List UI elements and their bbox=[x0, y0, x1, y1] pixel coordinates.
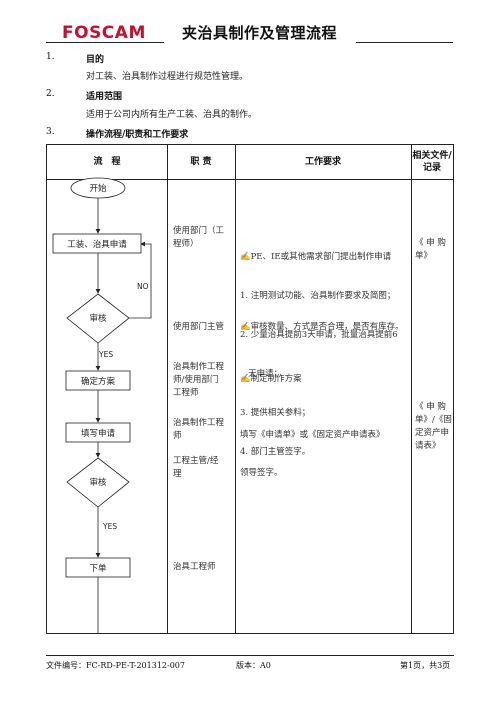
request-label: 工装、治具申请 bbox=[67, 239, 127, 250]
request-node bbox=[52, 233, 142, 254]
duty-line: 理 bbox=[173, 469, 182, 479]
header-flow: 流 程 bbox=[93, 157, 121, 167]
start-node bbox=[70, 177, 126, 199]
footer-doc-number: 文件编号：FC-RD-PE-T-201312-007 bbox=[46, 661, 185, 670]
review-decision-node bbox=[66, 293, 130, 344]
flowchart: 开始 工装、治具申请 审核 NO YES 确定方案 填写申请 审核 YES 下单 bbox=[52, 177, 152, 633]
requirement-line: 2. 少量治具提前3天申请，批量治具提前6 bbox=[240, 330, 398, 340]
duty-review: 使用部门主管 bbox=[173, 321, 233, 334]
req-plan: ✍制定制作方案 bbox=[240, 373, 410, 386]
section-heading: 目的 bbox=[86, 55, 105, 65]
document-title: 夹治具制作及管理流程 bbox=[182, 24, 338, 42]
duty-line: 使用部门主管 bbox=[173, 322, 225, 332]
duty-line: 程师） bbox=[173, 239, 199, 249]
header-duty: 职 责 bbox=[190, 157, 212, 167]
duty-approval: 工程主管/经 理 bbox=[173, 455, 233, 481]
record-line: 单》 bbox=[415, 251, 433, 261]
yes-label: YES bbox=[102, 522, 117, 531]
approval-label: 审核 bbox=[89, 477, 107, 488]
req-review: ✍审核数量、方式是否合理，是否有库存。 bbox=[240, 321, 410, 334]
requirement-line: ✍审核数量、方式是否合理，是否有库存。 bbox=[240, 322, 404, 332]
no-label: NO bbox=[137, 282, 149, 291]
header-divider bbox=[47, 179, 453, 180]
duty-line: 使用部门（工 bbox=[173, 226, 225, 236]
column-divider bbox=[167, 145, 168, 633]
process-table: 流 程 职 责 工作要求 相关文件/记录 开始 工装、治具申请 审核 NO YE… bbox=[46, 144, 454, 634]
fill-form-node bbox=[65, 422, 131, 443]
record-line: 《 申 购 bbox=[415, 402, 446, 412]
section-purpose-text: 对工装、治具制作过程进行规范性管理。 bbox=[86, 72, 249, 82]
duty-line: 治具工程师 bbox=[173, 562, 216, 572]
fill-form-label: 填写申请 bbox=[81, 428, 116, 439]
record-line: 定资产申 bbox=[415, 428, 450, 438]
req-approval: 领导签字。 bbox=[240, 467, 410, 480]
header-rule-left bbox=[46, 42, 164, 43]
duty-line: 师/使用部门 bbox=[173, 375, 219, 385]
requirement-line: ✍PE、IE或其他需求部门提出制作申请 bbox=[240, 252, 392, 262]
no-loop-arrow bbox=[129, 241, 152, 319]
yes-label: YES bbox=[98, 350, 113, 359]
record-request: 《 申 购 单》 bbox=[415, 237, 453, 263]
duty-request: 使用部门（工 程师） bbox=[173, 225, 233, 251]
duty-line: 治具制作工程 bbox=[173, 418, 225, 428]
column-divider bbox=[411, 145, 412, 633]
requirement-line: 3. 提供相关参料； bbox=[240, 408, 311, 418]
record-fill: 《 申 购 单》/《固 定资产申 请表》 bbox=[415, 401, 453, 453]
duty-line: 治具制作工程 bbox=[173, 362, 225, 372]
duty-order: 治具工程师 bbox=[173, 561, 233, 574]
requirement-line: 领导签字。 bbox=[240, 468, 283, 478]
order-node bbox=[65, 557, 131, 578]
section-number: 3. bbox=[46, 127, 55, 137]
footer-version: 版本：A0 bbox=[236, 661, 271, 670]
section-scope-text: 适用于公司内所有生产工装、治具的制作。 bbox=[86, 110, 258, 120]
duty-fill: 治具制作工程 师 bbox=[173, 417, 233, 443]
req-fill: 填写《申请单》或《固定资产申请表》 bbox=[240, 429, 410, 442]
record-line: 《 申 购 bbox=[415, 238, 446, 248]
approval-decision-node bbox=[66, 457, 130, 508]
section-number: 1. bbox=[46, 52, 55, 62]
section-heading: 操作流程/职责和工作要求 bbox=[86, 130, 189, 140]
req-request: ✍PE、IE或其他需求部门提出制作申请 1. 注明测试功能、治具制作要求及简图；… bbox=[240, 225, 410, 485]
order-label: 下单 bbox=[89, 563, 107, 574]
requirement-line: 填写《申请单》或《固定资产申请表》 bbox=[240, 430, 385, 440]
section-number: 2. bbox=[46, 89, 55, 99]
requirement-line: ✍制定制作方案 bbox=[240, 374, 302, 384]
start-label: 开始 bbox=[89, 183, 107, 194]
duty-line: 工程主管/经 bbox=[173, 456, 219, 466]
requirement-line: 天申请； bbox=[240, 369, 283, 379]
review-label: 审核 bbox=[89, 313, 107, 324]
plan-label: 确定方案 bbox=[81, 376, 116, 387]
header-rule-right bbox=[356, 42, 453, 43]
company-logo: FOSCAM bbox=[62, 23, 146, 43]
section-heading: 适用范围 bbox=[86, 92, 123, 102]
plan-node bbox=[65, 370, 131, 391]
record-line: 单》/《固 bbox=[415, 415, 452, 425]
record-line: 请表》 bbox=[415, 441, 441, 451]
header-records: 相关文件/记录 bbox=[412, 151, 452, 173]
requirement-line: 1. 注明测试功能、治具制作要求及简图； bbox=[240, 291, 396, 301]
footer-rule bbox=[46, 655, 454, 656]
duty-plan: 治具制作工程 师/使用部门 工程师 bbox=[173, 361, 233, 400]
column-divider bbox=[235, 145, 236, 633]
duty-line: 工程师 bbox=[173, 388, 199, 398]
requirement-line: 4. 部门主管签字。 bbox=[240, 447, 311, 457]
header-requirements: 工作要求 bbox=[304, 157, 341, 167]
duty-line: 师 bbox=[173, 431, 182, 441]
footer-page-number: 第1页，共3页 bbox=[400, 661, 451, 670]
